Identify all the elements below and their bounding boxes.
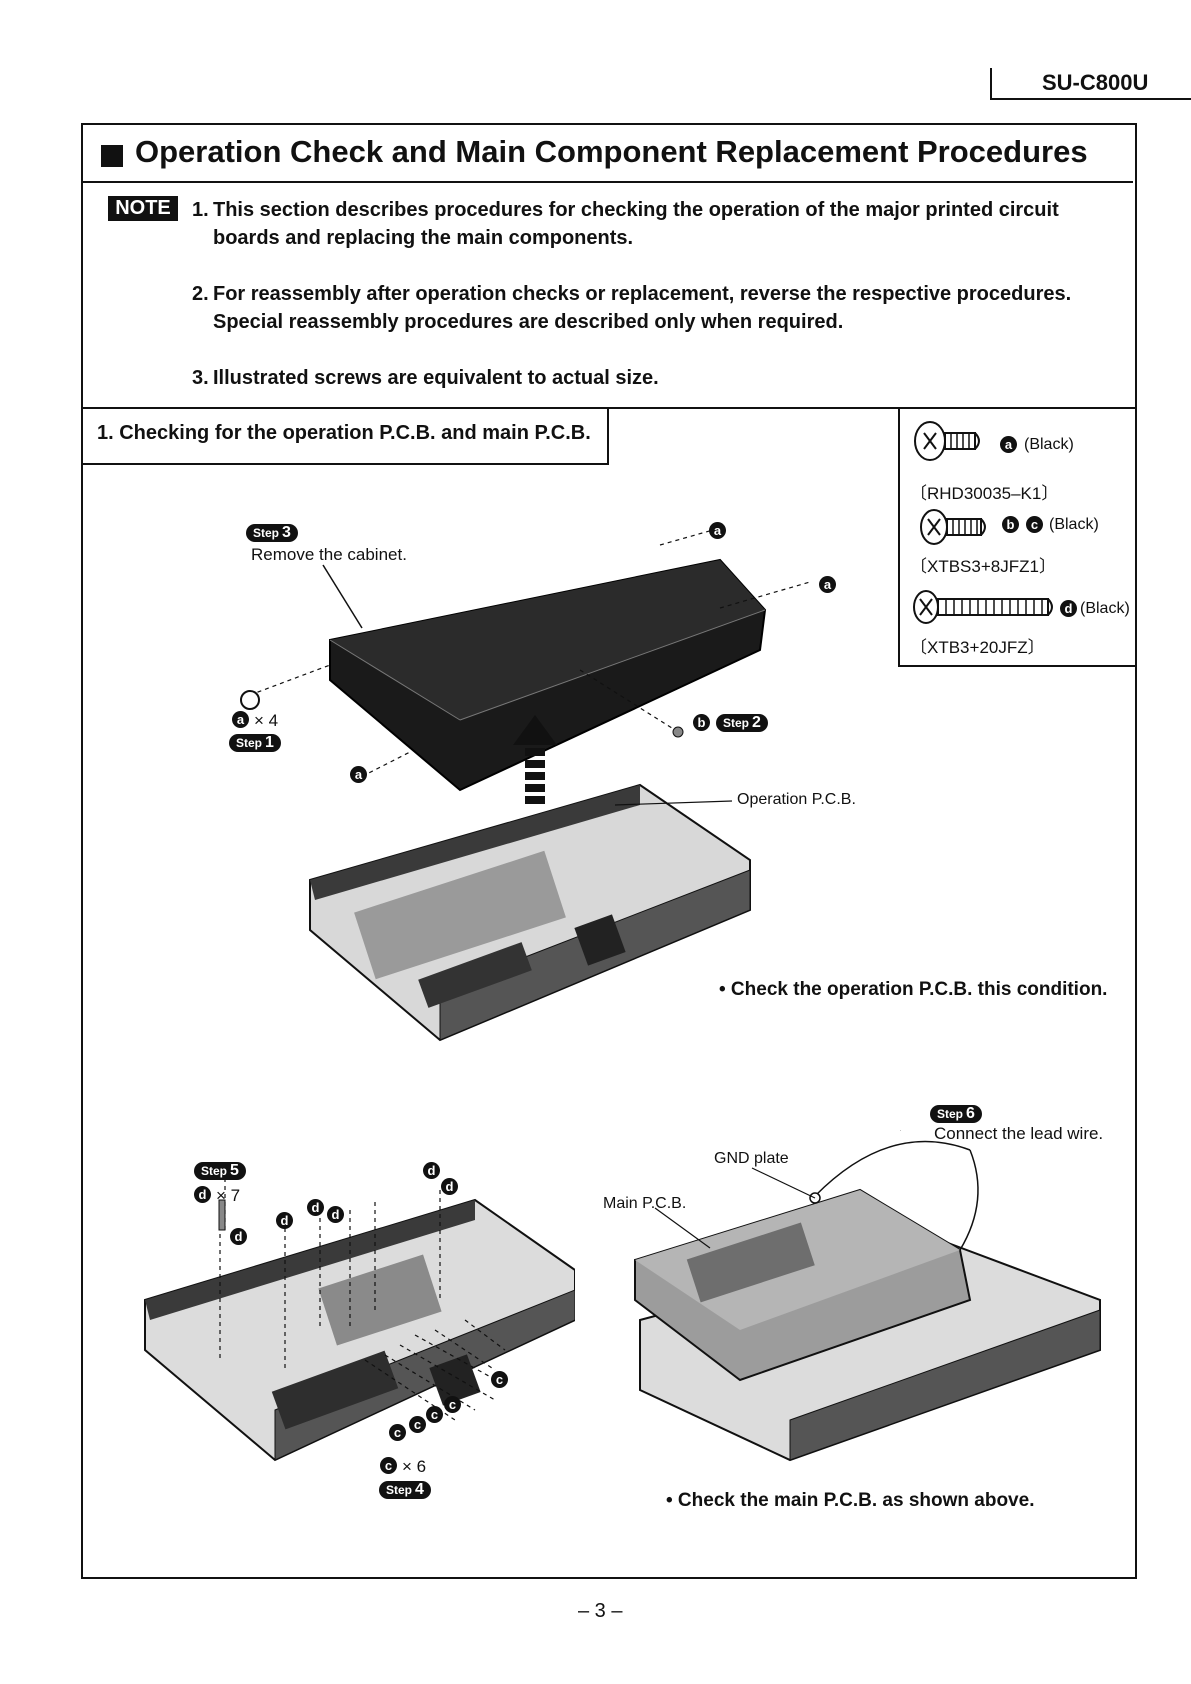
letter-badge: c — [444, 1396, 461, 1413]
page-title: Operation Check and Main Component Repla… — [135, 134, 1088, 169]
square-bullet-icon — [101, 145, 123, 167]
screw-bc-icon — [920, 509, 986, 545]
title-bar: Operation Check and Main Component Repla… — [81, 123, 1133, 183]
main-pcb-lifted-illustration — [634, 1130, 1101, 1462]
letter-badge: b — [1002, 516, 1019, 533]
note-item-text: For reassembly after operation checks or… — [213, 283, 1072, 333]
letter-badge: c — [426, 1406, 443, 1423]
screw-part-number: 〔RHD30035–K1〕 — [910, 484, 1059, 503]
letter-badge: d — [230, 1228, 247, 1245]
main-pcb-screws-illustration — [144, 1170, 575, 1462]
letter-badge: a — [232, 711, 249, 728]
section-heading: 1. Checking for the operation P.C.B. and… — [97, 422, 591, 444]
letter-badge: c — [1026, 516, 1043, 533]
screw-color: (Black) — [1024, 436, 1074, 453]
screw-color: (Black) — [1080, 600, 1130, 617]
letter-badge: d — [1060, 600, 1077, 617]
note-item-number: 2. — [192, 283, 209, 305]
page-number: – 3 – — [578, 1600, 623, 1622]
screw-legend: a (Black) 〔RHD30035–K1〕 b c (Black) 〔XTB… — [898, 407, 1136, 667]
letter-badge: d — [194, 1186, 211, 1203]
letter-badge: a — [1000, 436, 1017, 453]
letter-badge: a — [709, 522, 726, 539]
screw-part-number: 〔XTBS3+8JFZ1〕 — [910, 557, 1056, 576]
screw-count: × 7 — [216, 1186, 241, 1205]
main-pcb-label: Main P.C.B. — [603, 1195, 687, 1212]
screw-part-number: 〔XTB3+20JFZ〕 — [910, 638, 1045, 657]
section-heading-box: 1. Checking for the operation P.C.B. and… — [81, 407, 609, 465]
screw-d-icon — [913, 590, 1053, 624]
letter-badge: c — [380, 1457, 397, 1474]
letter-badge: b — [693, 714, 710, 731]
note-item-number: 3. — [192, 367, 209, 389]
letter-badge: d — [307, 1199, 324, 1216]
content-frame — [81, 123, 1137, 1579]
model-number: SU-C800U — [1042, 70, 1149, 95]
figure-3-caption: • Check the main P.C.B. as shown above. — [666, 1490, 1035, 1511]
letter-badge: d — [423, 1162, 440, 1179]
screw-color: (Black) — [1049, 516, 1099, 533]
letter-badge: d — [327, 1206, 344, 1223]
note-item-3: 3. Illustrated screws are equivalent to … — [192, 364, 1092, 392]
note-badge: NOTE — [108, 196, 178, 221]
note-item-text: Illustrated screws are equivalent to act… — [213, 367, 659, 389]
note-item-text: This section describes procedures for ch… — [213, 199, 1059, 249]
model-tag: SU-C800U — [990, 68, 1191, 100]
gnd-plate-label: GND plate — [714, 1150, 789, 1167]
letter-badge: a — [350, 766, 367, 783]
letter-badge: a — [819, 576, 836, 593]
screw-count: × 4 — [254, 711, 279, 730]
letter-badge: d — [276, 1212, 293, 1229]
letter-badge: c — [491, 1371, 508, 1388]
letter-badge: d — [441, 1178, 458, 1195]
note-item-number: 1. — [192, 199, 209, 221]
screw-a-icon — [914, 421, 980, 461]
cabinet-removal-illustration — [240, 527, 811, 1042]
letter-badge: c — [389, 1424, 406, 1441]
step-6-instruction: Connect the lead wire. — [934, 1124, 1104, 1143]
figure-1-caption: • Check the operation P.C.B. this condit… — [719, 979, 1108, 1000]
operation-pcb-label: Operation P.C.B. — [737, 791, 856, 808]
note-item-2: 2. For reassembly after operation checks… — [192, 280, 1092, 336]
screw-count: × 6 — [402, 1457, 427, 1476]
note-item-1: 1. This section describes procedures for… — [192, 196, 1092, 252]
step-3-instruction: Remove the cabinet. — [251, 545, 407, 564]
letter-badge: c — [409, 1416, 426, 1433]
